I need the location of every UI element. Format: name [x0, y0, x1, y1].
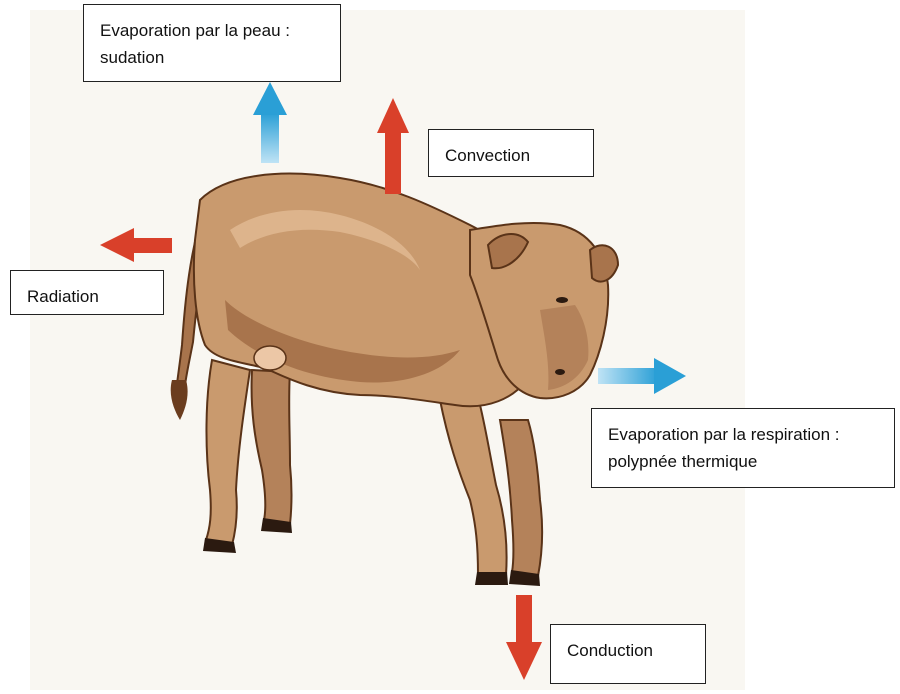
label-convection-text: Convection [445, 142, 579, 169]
label-evaporation-skin: Evaporation par la peau : sudation [83, 4, 341, 82]
label-conduction-text: Conduction [567, 637, 691, 664]
label-conduction: Conduction [550, 624, 706, 684]
label-evaporation-skin-line2: sudation [100, 44, 326, 71]
label-radiation-text: Radiation [27, 283, 149, 310]
label-evaporation-breath-line2: polypnée thermique [608, 448, 880, 475]
label-evaporation-breath-line1: Evaporation par la respiration : [608, 421, 880, 448]
label-radiation: Radiation [10, 270, 164, 315]
label-evaporation-skin-line1: Evaporation par la peau : [100, 17, 326, 44]
label-convection: Convection [428, 129, 594, 177]
label-evaporation-breath: Evaporation par la respiration : polypné… [591, 408, 895, 488]
